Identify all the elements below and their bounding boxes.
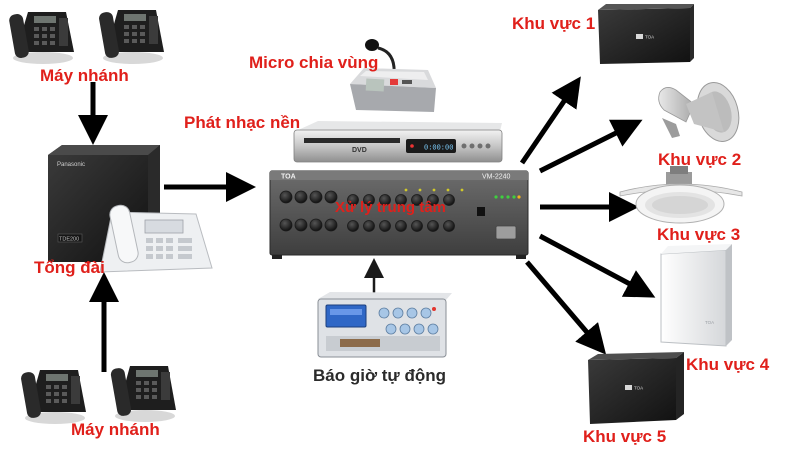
label-phones-top: Máy nhánh — [40, 66, 129, 85]
amp-knob — [279, 218, 293, 232]
amp-knob — [379, 220, 391, 232]
connection-arrows — [78, 76, 656, 372]
amp-knob — [363, 220, 375, 232]
speaker1-brand-text: TOA — [645, 35, 654, 40]
amp-knob — [427, 194, 439, 206]
amp-knob — [363, 194, 375, 206]
amp-knob — [411, 194, 423, 206]
amp-knob — [324, 218, 338, 232]
label-zone-2: Khu vực 2 — [658, 150, 742, 169]
speaker5-brand-text: TOA — [634, 386, 643, 391]
label-zone-1: Khu vực 1 — [512, 14, 596, 33]
label-pbx: Tổng đài — [34, 258, 105, 277]
speaker-zone-3 — [619, 166, 743, 224]
phone-extension-bottom-right — [110, 366, 176, 422]
amp-knob — [443, 220, 455, 232]
amp-model-text: VM-2240 — [482, 174, 511, 181]
speaker-zone-2 — [658, 82, 740, 142]
pbx-brand-text: Panasonic — [57, 162, 85, 168]
paging-microphone-console — [350, 39, 436, 112]
phone-extension-bottom-left — [21, 370, 86, 424]
phone-extension-top-right — [99, 10, 164, 64]
amp-knob — [294, 218, 308, 232]
arrow-to-zone2 — [538, 119, 643, 174]
label-music: Phát nhạc nền — [184, 113, 301, 132]
amp-knob — [411, 220, 423, 232]
amp-knob — [279, 190, 293, 204]
amp-knob — [395, 220, 407, 232]
amp-knob — [395, 194, 407, 206]
arrow-to-zone5 — [525, 260, 607, 355]
amp-knob — [427, 220, 439, 232]
speaker-zone-5: TOA — [588, 352, 684, 424]
speaker-zone-1: TOA — [598, 4, 694, 64]
speaker4-brand-text: TOA — [705, 320, 714, 325]
dvd-logo-text: DVD — [352, 147, 367, 154]
amp-knob — [309, 218, 323, 232]
dvd-player: DVD 0:00:00 — [293, 121, 503, 163]
pbx-desk-phone — [99, 204, 213, 273]
arrow-to-zone4 — [538, 233, 656, 298]
pbx-model-text: TDE200 — [59, 237, 79, 243]
label-zone-4: Khu vực 4 — [686, 355, 770, 374]
amp-knob — [379, 194, 391, 206]
label-central: Xử lý trung tâm — [335, 199, 446, 216]
amp-knob — [347, 220, 359, 232]
amp-knob — [294, 190, 308, 204]
auto-bell-timer — [317, 292, 452, 358]
arrow-to-zone1 — [519, 76, 581, 165]
label-zone-5: Khu vực 5 — [583, 427, 667, 446]
label-bell: Báo giờ tự động — [313, 366, 446, 385]
central-amplifier: TOA VM-2240 — [269, 170, 529, 259]
amp-knob — [324, 190, 338, 204]
label-phones-bottom: Máy nhánh — [71, 420, 160, 439]
amp-knob — [309, 190, 323, 204]
amp-knob — [443, 194, 455, 206]
amp-knob — [347, 194, 359, 206]
label-zone-3: Khu vực 3 — [657, 225, 741, 244]
label-micro: Micro chia vùng — [249, 53, 379, 72]
dvd-display-text: 0:00:00 — [424, 145, 453, 153]
phone-extension-top-left — [9, 12, 74, 64]
amp-brand-text: TOA — [281, 174, 296, 181]
speaker-zone-4: TOA — [660, 244, 732, 347]
amp-volume-knobs — [279, 190, 455, 232]
